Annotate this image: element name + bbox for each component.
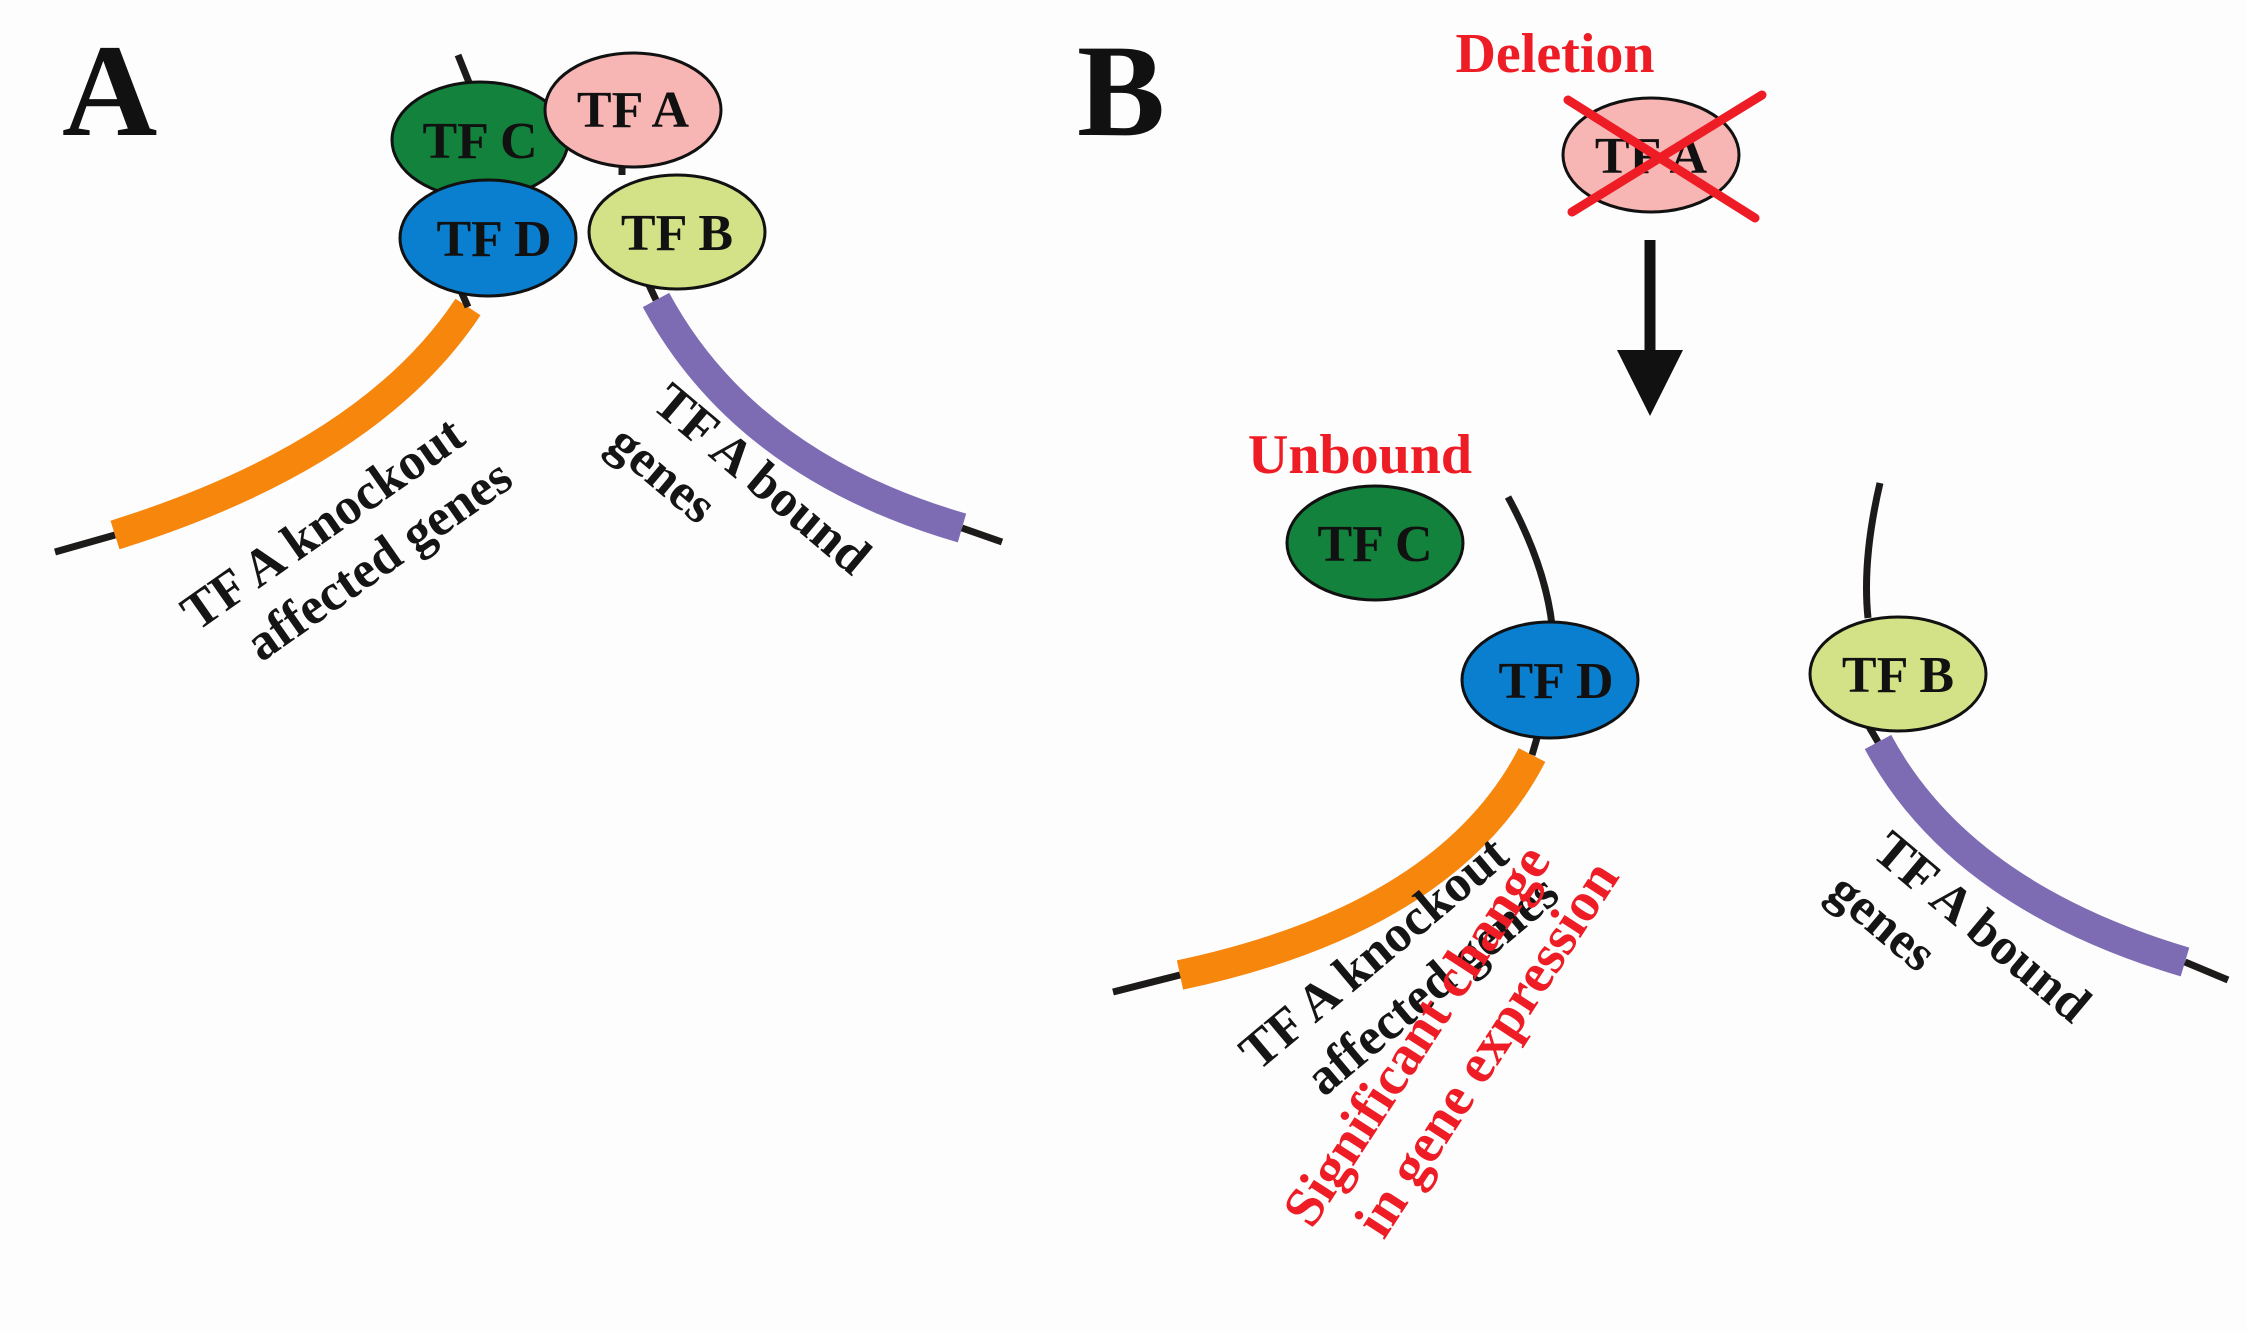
panel-b-dna-left-top xyxy=(1504,495,1556,626)
panel-b-dna-left-stem xyxy=(1528,737,1541,756)
tf-c-ellipse xyxy=(1285,484,1465,602)
panel-a-tf-a: TF A xyxy=(543,51,723,169)
panel-b-dna-right-end xyxy=(2183,958,2230,984)
tf-d-ellipse xyxy=(1460,620,1640,740)
panel-a-tf-d: TF D xyxy=(398,178,578,298)
tf-c-label: TF C xyxy=(422,113,537,170)
panel-b: B Deletion TF A Unbound TF C TF D xyxy=(1077,17,2230,1248)
panel-a: A TF C TF A TF D TF B TF A knockout xyxy=(54,17,1004,673)
unbound-label: Unbound xyxy=(1248,424,1472,486)
panel-a-tf-c: TF C xyxy=(390,80,570,200)
deletion-cross-stroke-2 xyxy=(1567,90,1767,217)
down-arrow xyxy=(1617,240,1683,416)
panel-a-knockout-gene-segment xyxy=(110,298,481,550)
panel-a-letter: A xyxy=(62,17,157,164)
panel-a-dna-top-stem xyxy=(454,53,474,87)
panel-b-bound-gene-segment xyxy=(1864,734,2190,977)
panel-b-tf-b: TF B xyxy=(1808,615,1988,733)
tf-c-label: TF C xyxy=(1317,516,1432,573)
panel-b-knockout-gene-segment xyxy=(1176,748,1546,990)
panel-a-dna-right-end xyxy=(960,524,1004,546)
deletion-label: Deletion xyxy=(1455,23,1654,85)
tf-d-ellipse xyxy=(398,178,578,298)
tf-d-label: TF D xyxy=(436,211,551,268)
deleted-tf-a: TF A xyxy=(1561,90,1767,223)
tf-b-label: TF B xyxy=(621,205,733,262)
tf-b-label: TF B xyxy=(1842,647,1954,704)
panel-b-tf-c: TF C xyxy=(1285,484,1465,602)
panel-b-dna-right-top xyxy=(1863,482,1884,619)
tf-d-label: TF D xyxy=(1498,653,1613,710)
panel-a-bound-gene-segment xyxy=(642,292,967,543)
panel-b-letter: B xyxy=(1077,17,1165,164)
tf-b-ellipse xyxy=(587,173,767,291)
tf-a-ellipse xyxy=(543,51,723,169)
tf-b-ellipse xyxy=(1808,615,1988,733)
tf-a-label: TF A xyxy=(577,82,690,139)
panel-a-tf-b: TF B xyxy=(587,173,767,291)
panel-a-dna-left-end xyxy=(54,531,116,556)
panel-b-dna-left-end xyxy=(1112,971,1181,996)
arrow-head xyxy=(1617,350,1683,416)
panel-b-tf-d: TF D xyxy=(1460,620,1640,740)
